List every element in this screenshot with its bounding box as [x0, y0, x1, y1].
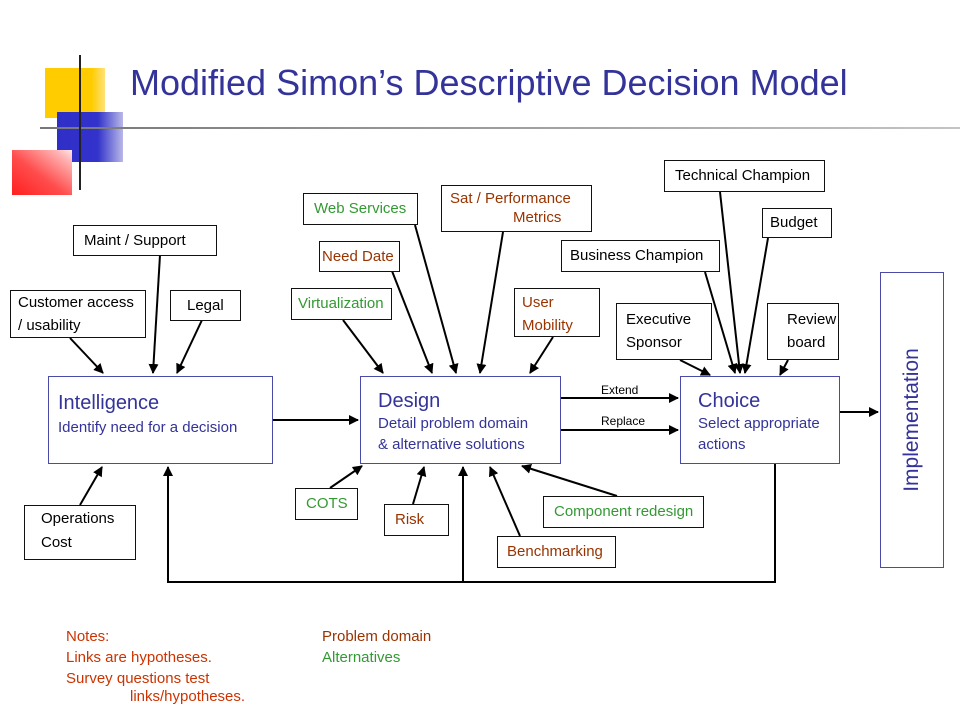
phase-description: Select appropriate — [698, 415, 820, 432]
arrow-business-champion-to-choice — [704, 271, 738, 374]
arrow-sat-performance-to-design — [476, 231, 504, 374]
phase-title: Intelligence — [58, 392, 160, 414]
arrow-legal-to-intelligence — [176, 319, 203, 374]
factor-label: Cost — [41, 534, 72, 551]
factor-label: Mobility — [522, 317, 573, 334]
factor-label: board — [787, 334, 826, 351]
transition-label-extend: Extend — [601, 383, 639, 397]
factor-budget: Budget — [762, 208, 832, 238]
factor-label: / usability — [18, 317, 81, 334]
phase-description: Detail problem domain — [378, 415, 529, 432]
factor-technical-champion: Technical Champion — [664, 160, 825, 192]
arrow-technical-champion-to-choice — [719, 191, 744, 374]
phase-design: Design Detail problem domain & alternati… — [360, 376, 561, 464]
factor-benchmarking: Benchmarking — [497, 536, 616, 568]
arrow-maint-to-intelligence — [148, 254, 161, 374]
legend-problem-domain: Problem domain — [322, 628, 432, 645]
arrow-user-mobility-to-design — [529, 336, 554, 374]
factor-component-redesign: Component redesign — [543, 496, 704, 528]
factor-risk: Risk — [384, 504, 449, 536]
notes-line: Links are hypotheses. — [66, 649, 212, 666]
factor-executive-sponsor: Executive Sponsor — [616, 303, 712, 360]
notes-line: links/hypotheses. — [130, 688, 246, 705]
factor-label: Budget — [770, 214, 818, 231]
phase-intelligence: Intelligence Identify need for a decisio… — [48, 376, 273, 464]
decor-vertical-line — [79, 55, 81, 190]
arrow-cots-to-design — [329, 465, 363, 489]
phase-description: & alternative solutions — [378, 436, 525, 453]
phase-description: actions — [698, 436, 746, 453]
factor-label: Customer access — [18, 294, 134, 311]
factor-label: Legal — [187, 297, 224, 314]
phase-title: Design — [378, 390, 441, 412]
factor-label: Technical Champion — [675, 167, 811, 184]
decor-red-square — [12, 150, 72, 195]
factor-user-mobility: User Mobility — [514, 288, 600, 337]
factor-label: Operations — [41, 510, 115, 527]
factor-label: Review — [787, 311, 837, 328]
factor-business-champion: Business Champion — [561, 240, 720, 272]
factor-web-services: Web Services — [303, 193, 418, 225]
factor-label: Sponsor — [626, 334, 682, 351]
phase-title: Implementation — [900, 348, 923, 492]
decor-yellow-square — [45, 68, 105, 118]
factor-label: Web Services — [314, 200, 407, 217]
slide-title: Modified Simon’s Descriptive Decision Mo… — [130, 62, 848, 103]
factor-label: Business Champion — [570, 247, 704, 264]
factor-label: Benchmarking — [507, 543, 603, 560]
phase-description: Identify need for a decision — [58, 419, 238, 436]
factor-label: Executive — [626, 311, 692, 328]
factor-review-board: Review board — [767, 303, 839, 360]
arrow-component-redesign-to-design — [521, 463, 618, 497]
factor-label: Metrics — [513, 209, 562, 226]
factor-maint-support: Maint / Support — [73, 225, 217, 256]
phase-implementation: Implementation — [880, 272, 944, 568]
factor-label: Need Date — [322, 248, 394, 265]
arrow-web-services-to-design — [414, 224, 459, 374]
arrow-need-date-to-design — [391, 270, 434, 374]
phase-title: Choice — [698, 390, 761, 412]
transition-label-replace: Replace — [601, 414, 646, 428]
notes-line: Survey questions test — [66, 670, 210, 687]
arrow-risk-to-design — [412, 466, 427, 505]
factor-virtualization: Virtualization — [291, 288, 392, 320]
factor-operations-cost: Operations Cost — [24, 505, 136, 560]
factor-label: User — [522, 294, 554, 311]
arrow-budget-to-choice — [741, 237, 769, 374]
title-underline — [40, 127, 960, 129]
factor-legal: Legal — [170, 290, 241, 321]
factor-label: Virtualization — [298, 295, 384, 312]
factor-label: Component redesign — [554, 503, 694, 520]
factor-sat-performance-metrics: Sat / Performance Metrics — [441, 185, 592, 232]
factor-label: Sat / Performance — [450, 190, 571, 207]
factor-label: COTS — [306, 495, 348, 512]
factor-cots: COTS — [295, 488, 358, 520]
legend-alternatives: Alternatives — [322, 649, 401, 666]
arrow-customer-to-intelligence — [69, 337, 104, 374]
notes-heading: Notes: — [66, 628, 110, 645]
arrow-operations-to-intelligence — [79, 466, 103, 506]
arrow-virtualization-to-design — [342, 319, 384, 374]
factor-need-date: Need Date — [319, 241, 400, 272]
factor-label: Maint / Support — [84, 232, 186, 249]
factor-customer-access: Customer access / usability — [10, 290, 146, 338]
arrow-benchmarking-to-design — [489, 466, 521, 537]
factor-label: Risk — [395, 511, 425, 528]
phase-choice: Choice Select appropriate actions — [680, 376, 840, 464]
arrow-review-board-to-choice — [779, 359, 789, 376]
arrow-executive-sponsor-to-choice — [679, 359, 711, 376]
